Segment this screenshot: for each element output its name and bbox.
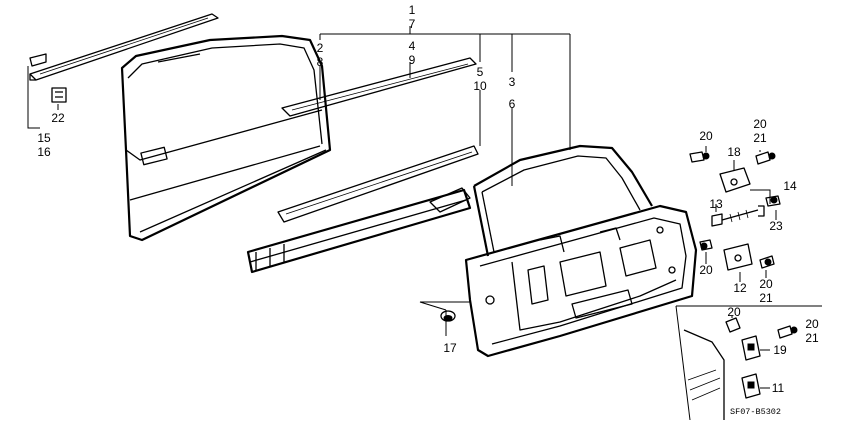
lower-rail <box>246 187 472 274</box>
door-inner-panel <box>464 204 698 358</box>
callout-21-d: 21 <box>759 291 773 305</box>
door-outer-panel <box>120 34 332 242</box>
callout-21-f: 21 <box>805 331 819 345</box>
callout-20-e: 20 <box>727 305 741 319</box>
bolt-20-upper-left <box>689 151 710 163</box>
callout-5: 5 <box>477 65 484 79</box>
inset-box <box>675 305 822 421</box>
callout-14: 14 <box>783 179 797 193</box>
bolt-23 <box>765 195 781 207</box>
callout-13: 13 <box>709 197 723 211</box>
callout-20-f: 20 <box>805 317 819 331</box>
checker-13 <box>711 205 765 227</box>
callout-7: 7 <box>409 17 416 31</box>
callout-23: 23 <box>769 219 783 233</box>
callouts: 1 7 4 9 2 8 5 10 3 6 15 16 22 17 20 20 2… <box>37 3 819 395</box>
outer-molding-strip <box>29 13 219 81</box>
hinge-12 <box>723 243 753 271</box>
callout-2: 2 <box>317 41 324 55</box>
callout-22: 22 <box>51 111 65 125</box>
callout-18: 18 <box>727 145 741 159</box>
clip-15-16 <box>29 53 47 67</box>
callout-16: 16 <box>37 145 51 159</box>
hinge-18 <box>719 167 751 193</box>
callout-20-c: 20 <box>699 263 713 277</box>
door-frame-assembly <box>472 144 653 257</box>
bolt-20-inset <box>725 317 741 333</box>
callout-3: 3 <box>509 75 516 89</box>
callout-6: 6 <box>509 97 516 111</box>
callout-4: 4 <box>409 39 416 53</box>
bolt-20-21-upper-right <box>755 151 776 165</box>
callout-15: 15 <box>37 131 51 145</box>
callout-8: 8 <box>317 55 324 69</box>
callout-20-a: 20 <box>699 129 713 143</box>
callout-11: 11 <box>772 381 785 395</box>
bolt-20-21-lower <box>759 255 775 269</box>
fastener-22 <box>51 87 67 103</box>
callout-12: 12 <box>733 281 747 295</box>
drawing-code: SF07-B5302 <box>730 407 781 417</box>
callout-17: 17 <box>443 341 457 355</box>
hinge-19 <box>741 335 761 361</box>
callout-20-b: 20 <box>753 117 767 131</box>
belt-molding-5-10 <box>277 145 479 223</box>
callout-9: 9 <box>409 53 416 67</box>
bolt-20-middle <box>699 239 713 251</box>
hinge-11 <box>741 373 761 399</box>
callout-1: 1 <box>409 3 416 17</box>
callout-19: 19 <box>773 343 787 357</box>
plug-17 <box>440 310 456 322</box>
leader-lines <box>27 26 777 389</box>
callout-21-b: 21 <box>753 131 767 145</box>
bolt-20-21-inset <box>777 325 798 339</box>
callout-20-d: 20 <box>759 277 773 291</box>
callout-10: 10 <box>473 79 487 93</box>
weatherstrip-4-9 <box>281 57 477 117</box>
